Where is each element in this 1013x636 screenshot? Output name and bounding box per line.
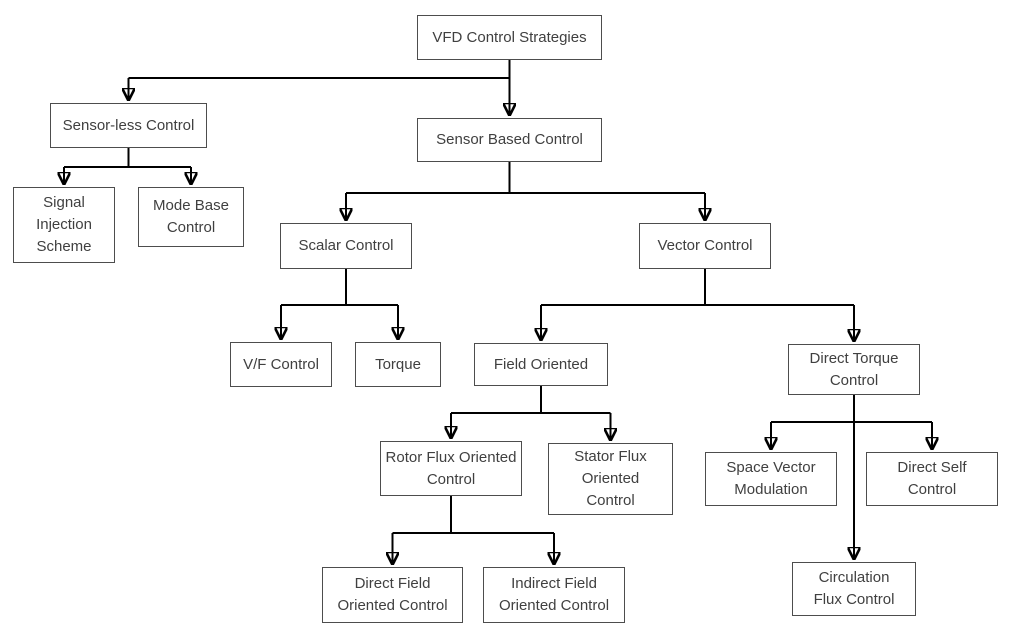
node-direct-field-oriented-control: Direct Field Oriented Control bbox=[322, 567, 463, 623]
edge-scalar-stem bbox=[281, 269, 398, 306]
edge-rotorflux-stem bbox=[392, 496, 554, 534]
node-mode-base-control: Mode Base Control bbox=[138, 187, 244, 247]
node-direct-torque-control: Direct Torque Control bbox=[788, 344, 920, 395]
node-rotor-flux-oriented-control: Rotor Flux Oriented Control bbox=[380, 441, 522, 496]
node-stator-flux-oriented-control: Stator Flux Oriented Control bbox=[548, 443, 673, 515]
node-signal-injection-scheme: Signal Injection Scheme bbox=[13, 187, 115, 263]
node-field-oriented: Field Oriented bbox=[474, 343, 608, 386]
edge-vector-stem bbox=[541, 269, 854, 306]
node-direct-self-control: Direct Self Control bbox=[866, 452, 998, 506]
node-scalar-control: Scalar Control bbox=[280, 223, 412, 269]
node-vector-control: Vector Control bbox=[639, 223, 771, 269]
node-torque: Torque bbox=[355, 342, 441, 387]
node-vf-control: V/F Control bbox=[230, 342, 332, 387]
edge-sensorless-stem bbox=[64, 148, 191, 168]
node-circulation-flux-control: Circulation Flux Control bbox=[792, 562, 916, 616]
node-space-vector-modulation: Space Vector Modulation bbox=[705, 452, 837, 506]
node-sensor-based-control: Sensor Based Control bbox=[417, 118, 602, 162]
edge-sensorbased-stem bbox=[346, 162, 705, 194]
node-vfd-control-strategies: VFD Control Strategies bbox=[417, 15, 602, 60]
edge-root-stem bbox=[128, 60, 511, 79]
node-sensor-less-control: Sensor-less Control bbox=[50, 103, 207, 148]
edge-fieldoriented-stem bbox=[451, 386, 611, 414]
node-indirect-field-oriented-control: Indirect Field Oriented Control bbox=[483, 567, 625, 623]
